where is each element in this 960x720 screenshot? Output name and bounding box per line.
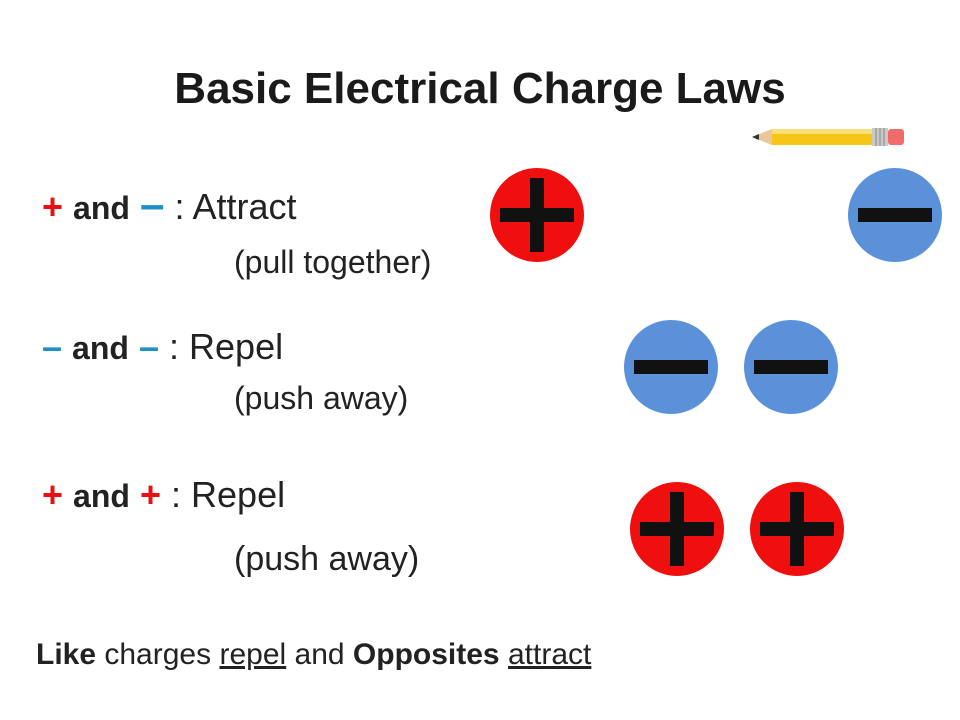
summary-word: attract bbox=[507, 638, 592, 671]
rule-note: (push away) bbox=[234, 540, 420, 578]
summary-word: Like bbox=[36, 638, 97, 671]
rule-repel-negative: – and – : Repel bbox=[42, 326, 283, 368]
rule-verb: Repel bbox=[189, 326, 284, 367]
summary-word: and bbox=[294, 638, 345, 671]
colon: : bbox=[174, 186, 185, 227]
conjunction: and bbox=[73, 190, 130, 226]
positive-charge-icon bbox=[630, 482, 724, 576]
positive-sign: + bbox=[42, 474, 64, 515]
conjunction: and bbox=[72, 330, 129, 366]
negative-sign: – bbox=[139, 180, 165, 229]
positive-charge-icon bbox=[750, 482, 844, 576]
colon: : bbox=[169, 326, 180, 367]
conjunction: and bbox=[73, 478, 130, 514]
summary-word: repel bbox=[219, 638, 287, 671]
summary-word: Opposites bbox=[352, 638, 500, 671]
rule-repel-positive: + and + : Repel bbox=[42, 474, 285, 516]
negative-sign: – bbox=[138, 326, 159, 367]
summary-word: charges bbox=[104, 638, 212, 671]
rule-verb: Repel bbox=[191, 474, 286, 515]
page-title: Basic Electrical Charge Laws bbox=[174, 64, 786, 113]
negative-sign: – bbox=[42, 326, 63, 367]
positive-charge-icon bbox=[490, 168, 584, 262]
rule-verb: Attract bbox=[192, 186, 297, 227]
summary-line: Like charges repel and Opposites attract bbox=[36, 638, 591, 672]
negative-charge-icon bbox=[744, 320, 838, 414]
colon: : bbox=[171, 474, 182, 515]
rule-note: (pull together) bbox=[234, 244, 432, 280]
positive-sign: + bbox=[42, 186, 64, 227]
rule-note: (push away) bbox=[234, 380, 409, 416]
negative-charge-icon bbox=[848, 168, 942, 262]
positive-sign: + bbox=[139, 474, 161, 515]
negative-charge-icon bbox=[624, 320, 718, 414]
rule-attract: + and – : Attract bbox=[42, 180, 297, 230]
pencil-icon bbox=[752, 128, 904, 146]
